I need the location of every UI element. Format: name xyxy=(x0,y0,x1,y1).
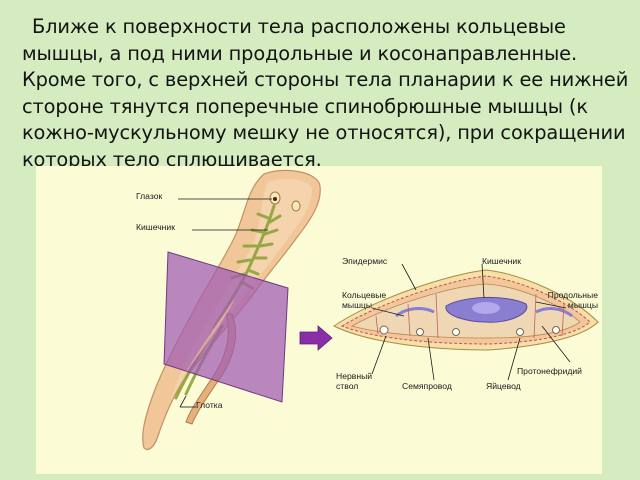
label-seminal-duct: Семяпровод xyxy=(402,382,452,392)
label-pharynx: Глотка xyxy=(196,401,223,411)
cross-section-drawing xyxy=(334,270,598,350)
description-paragraph: Ближе к поверхности тела расположены кол… xyxy=(22,14,634,173)
label-intestine-left: Кишечник xyxy=(136,223,175,233)
label-epidermis: Эпидермис xyxy=(342,257,387,267)
label-intestine-right: Кишечник xyxy=(482,257,521,267)
planaria-illustration xyxy=(36,166,602,474)
label-oviduct: Яйцевод xyxy=(486,382,521,392)
planaria-figure: Глазок Кишечник Глотка Эпидермис Кишечни… xyxy=(36,166,602,474)
arrow-shape xyxy=(300,326,332,350)
label-protonephridium: Протонефридий xyxy=(517,367,582,377)
label-eye: Глазок xyxy=(136,192,162,202)
